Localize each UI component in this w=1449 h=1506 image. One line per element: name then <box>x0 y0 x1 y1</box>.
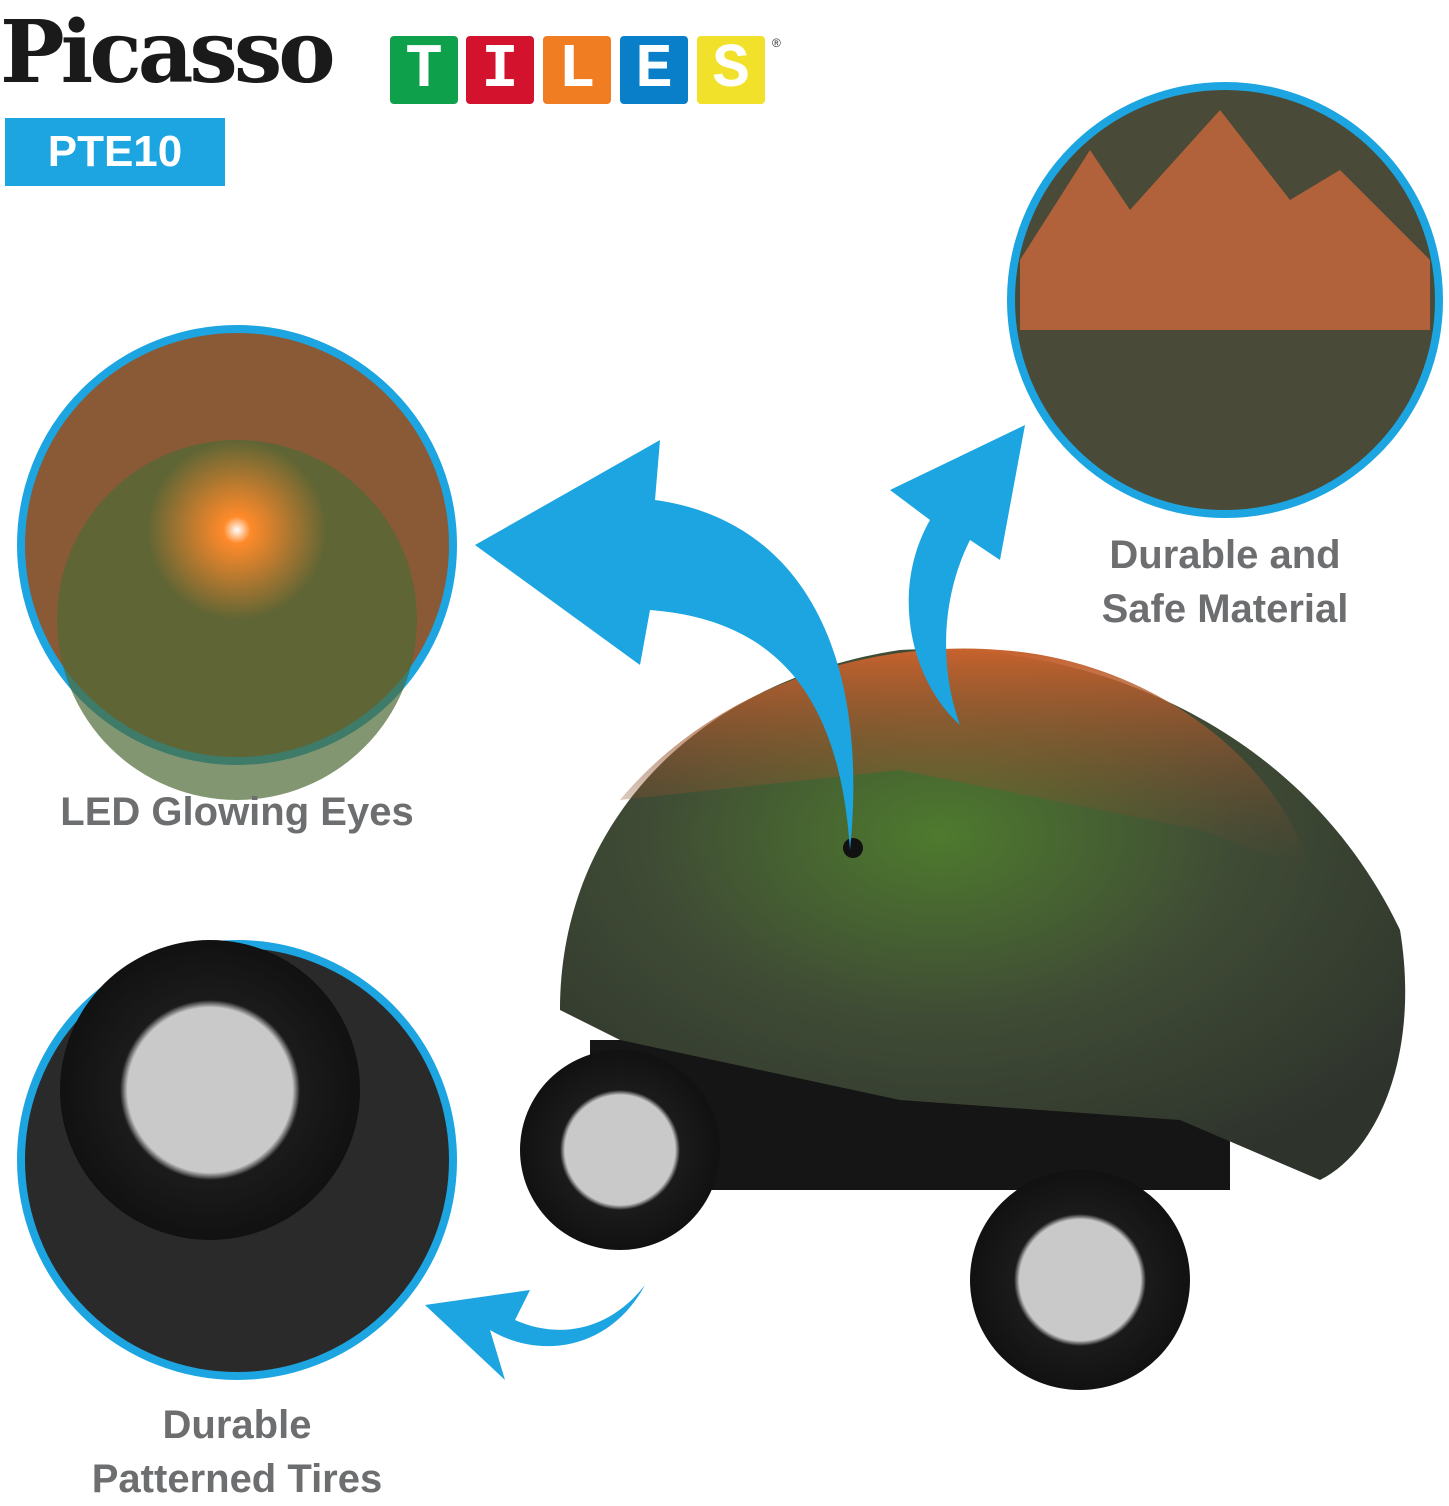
model-badge: PTE10 <box>5 118 225 186</box>
logo-tile-l: L <box>543 36 611 104</box>
feature-label-led-eyes: LED Glowing Eyes <box>0 785 474 839</box>
feature-line: LED Glowing Eyes <box>60 790 414 834</box>
led-eye-glow <box>147 440 327 620</box>
arrow-to-material <box>890 425 1025 725</box>
feature-line: Durable and <box>1109 533 1341 577</box>
feature-line: Patterned Tires <box>91 1457 383 1501</box>
logo-tile-i: I <box>466 36 534 104</box>
feature-line: Durable <box>162 1403 312 1447</box>
brand-logo: Picasso <box>0 2 336 103</box>
arrow-to-tires <box>425 1285 645 1380</box>
zoom-circle-eyes <box>17 325 457 800</box>
logo-tile-s: S <box>697 36 765 104</box>
logo-tile-e: E <box>620 36 688 104</box>
feature-label-tires: Durable Patterned Tires <box>0 1398 474 1506</box>
front-wheel <box>520 1050 720 1250</box>
dino-eye <box>843 838 863 858</box>
feature-line: Safe Material <box>1101 587 1349 631</box>
feature-label-material: Durable and Safe Material <box>1000 528 1449 636</box>
registered-mark: ® <box>772 36 781 50</box>
zoom-circle-material <box>1007 82 1443 518</box>
rear-wheel <box>970 1170 1190 1390</box>
zoom-circle-tires <box>17 940 457 1380</box>
dino-car <box>520 648 1406 1390</box>
logo-tile-t: T <box>390 36 458 104</box>
arrow-to-eyes <box>475 440 854 850</box>
